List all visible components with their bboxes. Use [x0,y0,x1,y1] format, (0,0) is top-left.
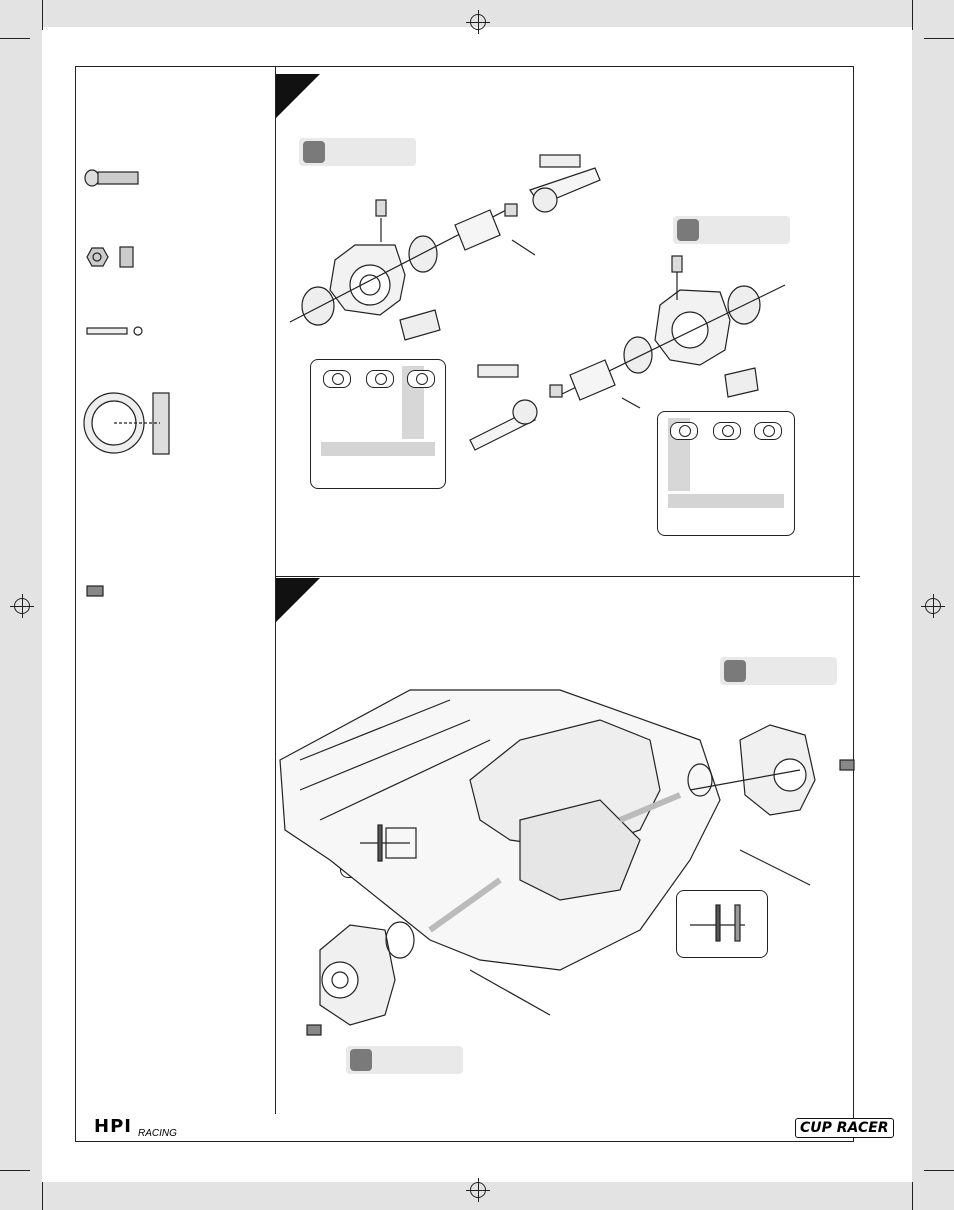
offset-hole-icon [670,422,698,440]
chassis-drawing [279,689,855,1036]
offset-hole-icon [754,422,782,440]
offset-hole-icon [323,370,351,388]
lock-nut-icon [86,246,134,268]
bullet-icon [677,219,699,241]
hpi-racing-sub: RACING [138,1128,177,1139]
registration-mark-icon [466,1178,490,1202]
hpi-logo: HPI [94,1116,132,1137]
front-right-hub-drawing [469,255,786,451]
offset-hole-icon [366,370,394,388]
offset-hole-icon [713,422,741,440]
registration-mark-icon [466,10,490,34]
step-2-flag [276,578,320,622]
pin-icon [86,326,143,336]
step-1-flag [276,74,320,118]
registration-mark-icon [921,594,945,618]
offset-hole-icon [407,370,435,388]
column-divider [275,66,276,1114]
ball-stud-icon [84,169,139,187]
inset-detail-lines [360,824,745,942]
crop-mark [42,1182,43,1210]
step2-inset-right [676,890,768,958]
ball-bearing-icon [83,392,170,455]
callout-bar [668,494,784,508]
callout-bar [321,442,435,456]
section-divider [275,576,860,577]
crop-mark [912,1182,913,1210]
bullet-icon [303,141,325,163]
set-screw-icon [86,585,104,597]
step1-label-left [299,138,416,166]
step2-label-bottom [346,1046,463,1074]
crop-mark [0,38,30,39]
step1-label-right [673,216,790,244]
crop-mark [0,1170,30,1171]
crop-mark [924,38,954,39]
step1-callout-left [310,359,446,489]
crop-mark [912,0,913,30]
crop-mark [42,0,43,30]
step1-callout-right [657,411,795,536]
front-left-hub-drawing [289,154,601,341]
step2-label-top [720,657,837,685]
registration-mark-icon [10,594,34,618]
bullet-icon [350,1049,372,1071]
cup-racer-logo: CUP RACER [795,1118,894,1138]
crop-mark [924,1170,954,1171]
bullet-icon [724,660,746,682]
